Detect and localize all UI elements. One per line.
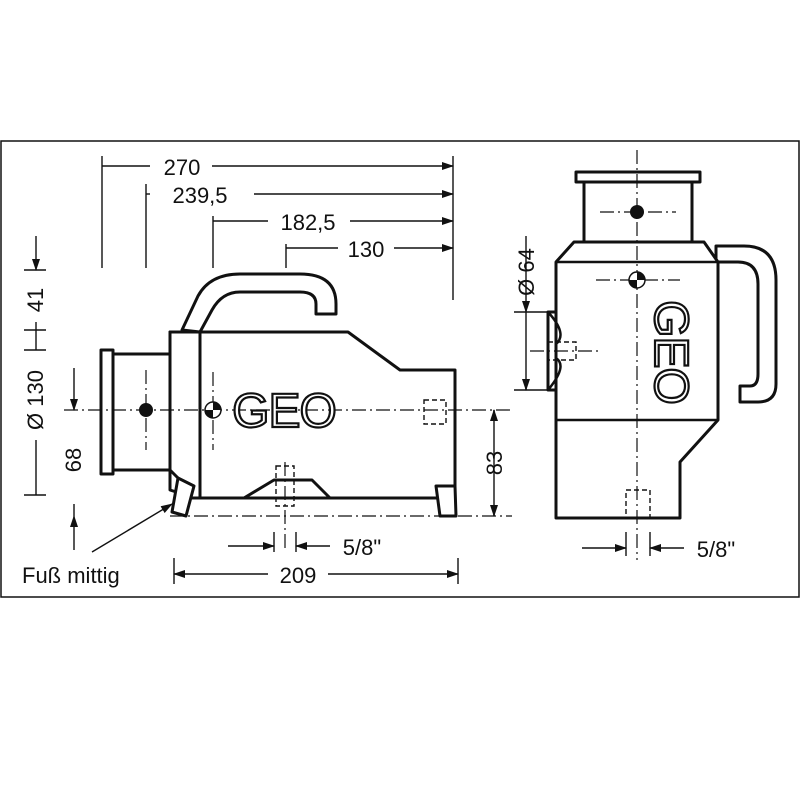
dim-130-dia: Ø 130 [23, 370, 48, 430]
dim-239-5: 239,5 [172, 183, 227, 208]
front-hidden-thread-right [423, 399, 447, 425]
dim-5-8-front: 5/8" [343, 535, 381, 560]
front-right-foot [434, 484, 458, 518]
side-logo-text: GEO [644, 300, 697, 404]
side-diameter-dimension: Ø 64 [514, 236, 548, 391]
front-bottom-plate [242, 478, 332, 500]
front-logo-text: GEO [232, 385, 336, 438]
front-logo: GEO [231, 384, 338, 439]
dim-209: 209 [280, 563, 317, 588]
front-left-dimensions: 41 Ø 130 68 [23, 236, 86, 550]
side-hidden-thread-bottom [625, 489, 651, 519]
front-right-dimension: 83 [482, 409, 507, 517]
dim-130-top: 130 [348, 237, 385, 262]
front-left-flange [99, 348, 115, 476]
dim-270: 270 [164, 155, 201, 180]
front-body-shoulder [168, 330, 202, 500]
foot-note-text: Fuß mittig [22, 563, 120, 588]
side-handle [714, 244, 778, 404]
side-view: GEO Ø 64 5/8" [514, 150, 778, 562]
dim-182-5: 182,5 [280, 210, 335, 235]
front-bottom-dimension: 209 [173, 558, 459, 588]
front-cog-left [139, 403, 153, 417]
side-cog-mid [628, 271, 646, 289]
side-cog-top [630, 205, 644, 219]
front-view: GEO 270 239,5 182,5 130 [22, 155, 512, 588]
dim-64: Ø 64 [514, 248, 539, 296]
drawing-frame [0, 140, 800, 598]
dim-5-8-side: 5/8" [697, 537, 735, 562]
dim-68: 68 [61, 448, 86, 472]
front-left-foot [170, 476, 196, 518]
dim-41: 41 [23, 288, 48, 312]
side-thread-dimension: 5/8" [582, 532, 735, 562]
foot-note: Fuß mittig [22, 503, 173, 588]
front-thread-dimension: 5/8" [228, 532, 381, 560]
dim-83: 83 [482, 451, 507, 475]
side-logo: GEO [643, 299, 698, 405]
front-left-cylinder [111, 352, 175, 472]
front-cog-mid [204, 401, 222, 419]
front-top-dimensions: 270 239,5 182,5 130 [101, 155, 454, 300]
front-handle [180, 272, 338, 334]
